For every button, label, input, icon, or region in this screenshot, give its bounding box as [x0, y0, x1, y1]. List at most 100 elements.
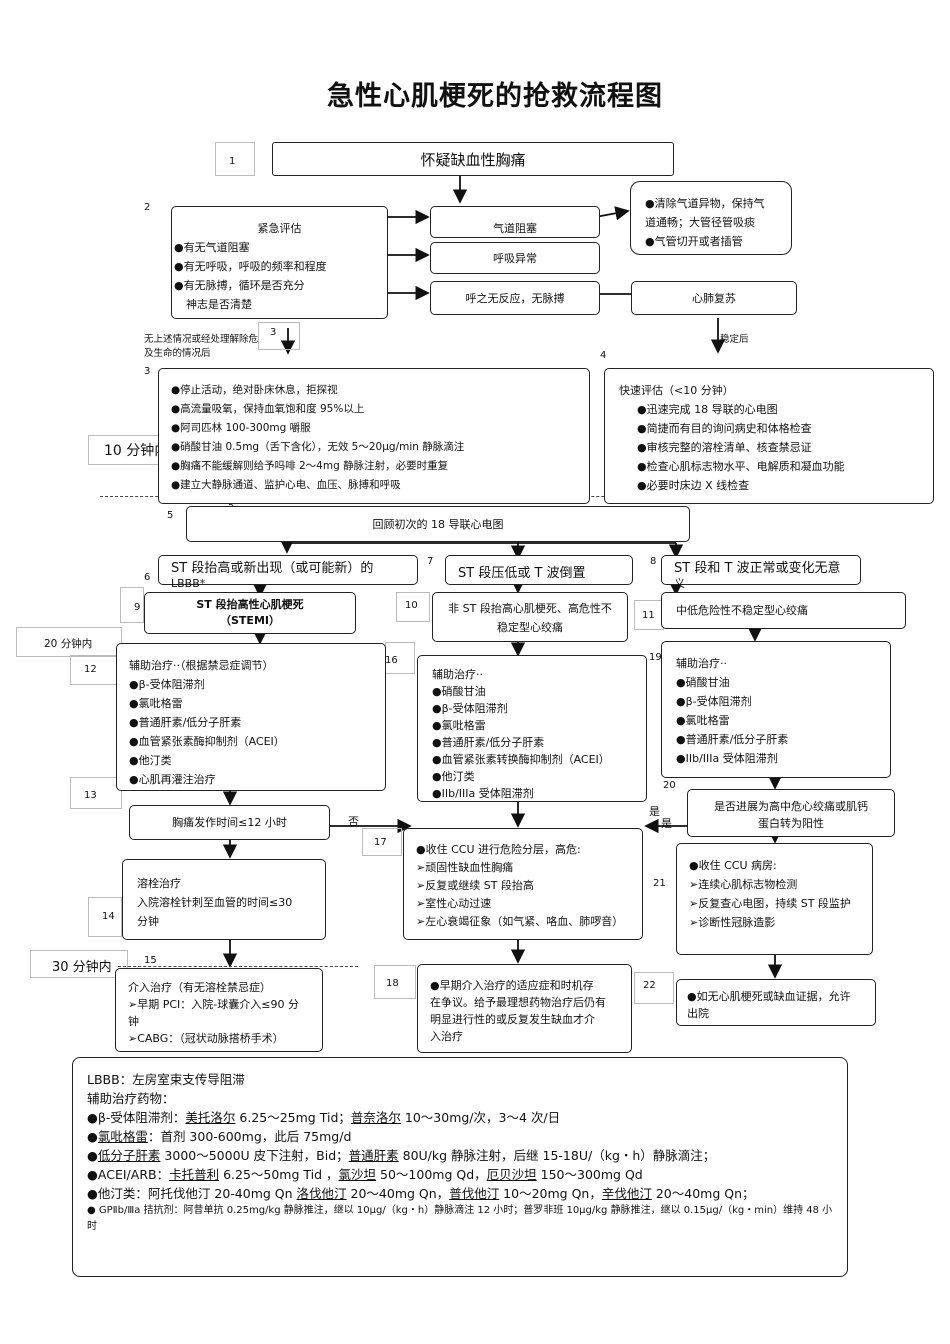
fn-drug: 美托洛尔 [185, 1110, 236, 1125]
emergency-item: 神志是否清楚 [186, 298, 252, 311]
fn-text: 3000～5000U 皮下注射，Bid； [160, 1148, 349, 1163]
adj-stemi-line: ●氯吡格雷 [129, 697, 183, 710]
adj-stemi-line: ●普通肝素/低分子肝素 [129, 716, 242, 729]
adj-stemi-line: ●β-受体阻滞剂 [129, 678, 205, 691]
step-number-box [634, 972, 674, 1004]
ccu-low-line: ●收住 CCU 病房: [689, 859, 777, 872]
step-number: 14 [102, 911, 115, 922]
step-number: 3 [144, 366, 151, 377]
step-number-box [362, 828, 402, 856]
airway-tx-line: 道通畅；大管径管吸痰 [645, 216, 755, 229]
step-number: 16 [385, 655, 398, 666]
step-number-box [258, 322, 300, 350]
step-number-box [396, 592, 430, 622]
fn-text: ●他汀类：阿托伐他汀 20-40mg Qn [87, 1186, 297, 1201]
node-emergency-assessment: 紧急评估 ●有无气道阻塞 ●有无呼吸，呼吸的频率和程度 ●有无脉搏，循环是否充分… [171, 206, 388, 319]
emergency-item: ●有无脉搏，循环是否充分 [174, 279, 305, 292]
fn-drug: 低分子肝素 [97, 1148, 161, 1163]
fn-text: 50～100mg Qd， [376, 1167, 487, 1182]
discharge-line: ●如无心肌梗死或缺血证据，允许 [687, 990, 851, 1003]
progress-line: 蛋白转为阳性 [758, 817, 824, 830]
intervention-line: ➢CABG：（冠状动脉搭桥手术） [128, 1032, 284, 1045]
general-tx-line: ●停止活动，绝对卧床休息，拒探视 [171, 384, 338, 396]
fn-drug: 氯吡格雷 [97, 1129, 148, 1144]
step-number: 10 [405, 600, 418, 611]
thrombolysis-line: 分钟 [137, 915, 159, 928]
ccu-high-line: ➢室性心动过速 [416, 897, 492, 910]
adj-stemi-line: ●他汀类 [129, 754, 172, 767]
fn-text: ●ACEI/ARB： [87, 1167, 170, 1182]
ccu-high-line: ➢顽固性缺血性胸痛 [416, 861, 514, 874]
step-number-box [215, 142, 255, 176]
step-number: 12 [84, 664, 97, 675]
step-number: 15 [144, 955, 157, 966]
fn-drug: 普奈洛尔 [350, 1110, 401, 1125]
fn-text: 6.25～50mg Tid ， [219, 1167, 339, 1182]
step-number: 2 [144, 202, 151, 213]
fn-text: 150～300mg Qd [536, 1167, 643, 1182]
adj-stemi-line: ●血管紧张素酶抑制剂（ACEI） [129, 735, 285, 748]
ccu-high-line: ➢反复或继续 ST 段抬高 [416, 879, 534, 892]
time-divider [118, 966, 358, 967]
fn-drug: 洛伐他汀 [296, 1186, 347, 1201]
node-quick-evaluation: 快速评估（<10 分钟） ●迅速完成 18 导联的心电图 ●简捷而有目的询问病史… [604, 368, 934, 504]
ten-minute-label: 10 分钟内 [104, 443, 169, 459]
ccu-high-line: ➢左心衰竭征象（如气紧、咯血、肺啰音） [416, 915, 624, 928]
quick-eval-line: ●迅速完成 18 导联的心电图 [637, 403, 778, 416]
step-number-box [374, 965, 416, 999]
fn-drug: 厄贝沙坦 [486, 1167, 537, 1182]
node-adjunct-low-risk: 辅助治疗·· ●硝酸甘油 ●β-受体阻滞剂 ●氯吡格雷 ●普通肝素/低分子肝素 … [661, 641, 891, 778]
adj-low-line: ●β-受体阻滞剂 [676, 695, 752, 708]
fn-text: 20～40mg Qn， [346, 1186, 450, 1201]
emergency-title: 紧急评估 [257, 222, 302, 235]
stemi-line: （STEMI） [220, 614, 280, 627]
step-number: 7 [427, 556, 434, 567]
footnote-heparin: ●低分子肝素 3000～5000U 皮下注射，Bid；普通肝素 80U/kg 静… [87, 1148, 716, 1163]
node-progression-decision: 是否进展为高中危心绞痛或肌钙 蛋白转为阳性 [687, 789, 895, 837]
general-tx-line: ●胸痛不能缓解则给予吗啡 2～4mg 静脉注射，必要时重复 [171, 460, 449, 472]
page-title: 急性心肌梗死的抢救流程图 [327, 81, 663, 112]
node-adjunct-nstemi: 辅助治疗·· ●硝酸甘油 ●β-受体阻滞剂 ●氯吡格雷 ●普通肝素/低分子肝素 … [417, 655, 647, 802]
fn-drug: 辛伐他汀 [601, 1186, 652, 1201]
fn-drug: 卡托普利 [169, 1167, 220, 1182]
ccu-low-line: ➢连续心肌标志物检测 [689, 878, 798, 891]
adj-nstemi-line: ●他汀类 [432, 770, 475, 783]
fn-text: ●β-受体阻滞剂： [87, 1110, 186, 1125]
early-int-line: 明显进行性的或反复发生缺血才介 [430, 1013, 595, 1026]
step-number-box [120, 587, 144, 623]
fn-text: 10～20mg Qn， [499, 1186, 602, 1201]
note-line: 无上述情况或经处理解除危 [144, 334, 259, 345]
step-number: 18 [386, 978, 399, 989]
progress-line: 是否进展为高中危心绞痛或肌钙 [714, 800, 868, 813]
intervention-line: 介入治疗（有无溶栓禁忌症） [128, 981, 271, 994]
fn-text: 6.25～25mg Tid； [235, 1110, 351, 1125]
general-tx-line: ●建立大静脉通道、监护心电、血压、脉搏和呼吸 [171, 479, 401, 491]
adj-nstemi-line: ●普通肝素/低分子肝素 [432, 736, 545, 749]
footnote-gp-antagonist: ● GPⅡb/Ⅲa 拮抗剂：阿昔单抗 0.25mg/kg 静脉推注，继以 10μ… [87, 1205, 833, 1232]
step-number: 11 [642, 610, 655, 621]
note-line: 及生命的情况后 [144, 348, 211, 359]
fn-text: 10～30mg/次，3～4 次/日 [400, 1110, 561, 1125]
step-number: 22 [643, 980, 656, 991]
node-pain-onset-decision: 胸痛发作时间≤12 小时 [129, 805, 330, 840]
step-number-box [30, 950, 128, 978]
early-int-line: 入治疗 [430, 1030, 463, 1043]
stemi-line: ST 段抬高性心肌梗死 [196, 598, 304, 611]
node-ccu-low-risk: ●收住 CCU 病房: ➢连续心肌标志物检测 ➢反复查心电图，持续 ST 段监护… [676, 843, 873, 955]
node-cpr: 心肺复苏 [631, 281, 797, 315]
step-number: 19 [649, 652, 662, 663]
adj-low-line: ●氯吡格雷 [676, 714, 730, 727]
fn-text: 20～40mg Qn； [651, 1186, 755, 1201]
step-number-box [88, 897, 122, 937]
stable-note: 稳定后 [720, 334, 749, 345]
adj-low-line: ●普通肝素/低分子肝素 [676, 733, 789, 746]
step-number: 13 [84, 790, 97, 801]
adj-low-line: ●IIb/IIIa 受体阻滞剂 [676, 752, 778, 765]
adj-nstemi-line: 辅助治疗·· [432, 668, 483, 681]
footnote-drugs-title: 辅助治疗药物： [87, 1091, 175, 1106]
step-number: 4 [600, 350, 607, 361]
step-number: 5 [167, 510, 174, 521]
step-number: 6 [144, 572, 151, 583]
adj-nstemi-line: ●氯吡格雷 [432, 719, 486, 732]
adj-low-line: ●硝酸甘油 [676, 676, 730, 689]
